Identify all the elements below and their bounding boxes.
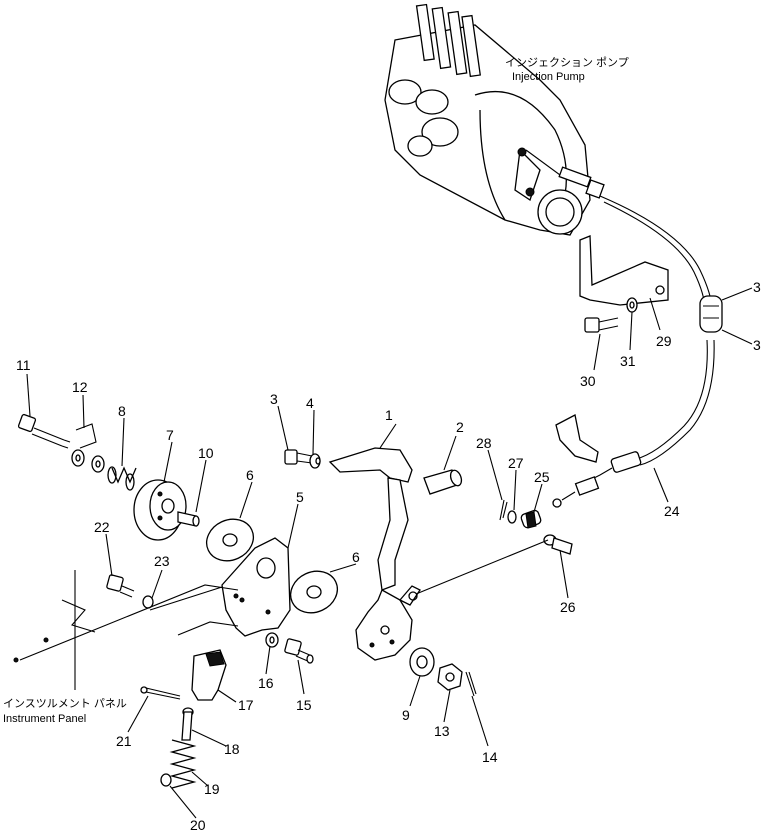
part-number-29: 29	[656, 333, 672, 349]
washer-20	[160, 773, 172, 787]
bolt-15	[284, 638, 314, 664]
cotter-pin-14	[465, 671, 477, 697]
washer-16	[265, 632, 279, 648]
pump-jp-label: インジェクション ポンプ	[505, 56, 629, 69]
injection-pump: インジェクション ポンプ Injection Pump	[384, 3, 629, 236]
part-number-9: 9	[402, 707, 410, 723]
part-number-22: 22	[94, 519, 110, 535]
part-number-30: 30	[580, 373, 596, 389]
bolt-22	[106, 574, 154, 609]
spring-19	[169, 739, 197, 789]
rod-18	[181, 707, 194, 741]
part-number-31: 31	[620, 353, 636, 369]
throttle-lever	[328, 447, 421, 661]
part-number-14: 14	[482, 749, 498, 765]
part-number-4: 4	[306, 395, 314, 411]
part-number-17: 17	[238, 697, 254, 713]
pump-en-label: Injection Pump	[512, 71, 585, 83]
bolt-11	[17, 413, 71, 449]
cable-bracket	[579, 235, 669, 306]
part-number-7: 7	[166, 427, 174, 443]
bolt-3	[284, 449, 321, 469]
part-number-5: 5	[296, 489, 304, 505]
part-number-25: 25	[534, 469, 550, 485]
part-number-15: 15	[296, 697, 312, 713]
panel-jp-label: インスツルメント パネル	[3, 697, 127, 710]
part-number-1: 1	[385, 407, 393, 423]
washers-12	[71, 423, 105, 473]
collar-9	[409, 647, 435, 677]
bolt-30	[584, 317, 619, 333]
part-number-11: 11	[16, 357, 31, 373]
nut-13	[437, 663, 463, 691]
part-number-10: 10	[198, 445, 214, 461]
part-number-26: 26	[560, 599, 576, 615]
washer-6-left	[206, 518, 254, 562]
instrument-panel: インスツルメント パネル Instrument Panel	[3, 570, 239, 725]
leader-lines	[26, 287, 753, 819]
pin-26	[543, 534, 573, 555]
stopper-17	[191, 649, 227, 701]
part-number-16: 16	[258, 675, 274, 691]
part-number-3-cable-bottom: 3	[753, 337, 761, 353]
small-bracket	[555, 414, 599, 463]
part-number-8: 8	[118, 403, 126, 419]
bracket-plate-5	[221, 537, 291, 637]
cotter-pin-21	[140, 686, 181, 700]
part-numbers: 1 2 3 3 3 4 5 6 6 7 8 9 10 11 12 13 14 1…	[16, 279, 761, 833]
part-number-3: 3	[270, 391, 278, 407]
part-number-19: 19	[204, 781, 220, 797]
washer-6-right	[290, 570, 338, 614]
lever-knob	[423, 469, 463, 495]
part-number-18: 18	[224, 741, 240, 757]
disc-7	[133, 479, 187, 541]
part-number-28: 28	[476, 435, 492, 451]
part-number-13: 13	[434, 723, 450, 739]
washer-27	[507, 510, 517, 524]
pin-10	[177, 511, 200, 527]
part-number-21: 21	[116, 733, 132, 749]
spring-8	[107, 466, 137, 491]
part-number-24: 24	[664, 503, 680, 519]
part-number-23: 23	[154, 553, 170, 569]
part-number-20: 20	[190, 817, 206, 832]
part-number-3-cable-top: 3	[753, 279, 761, 295]
part-number-6-left: 6	[246, 467, 254, 483]
part-number-27: 27	[508, 455, 524, 471]
part-number-6-right: 6	[352, 549, 360, 565]
clip-28	[499, 499, 508, 521]
throttle-cable	[552, 195, 723, 508]
part-number-2: 2	[456, 419, 464, 435]
washer-31	[626, 297, 638, 313]
joint-25	[520, 509, 542, 529]
link-line	[415, 539, 549, 595]
panel-en-label: Instrument Panel	[3, 713, 86, 725]
part-number-12: 12	[72, 379, 88, 395]
